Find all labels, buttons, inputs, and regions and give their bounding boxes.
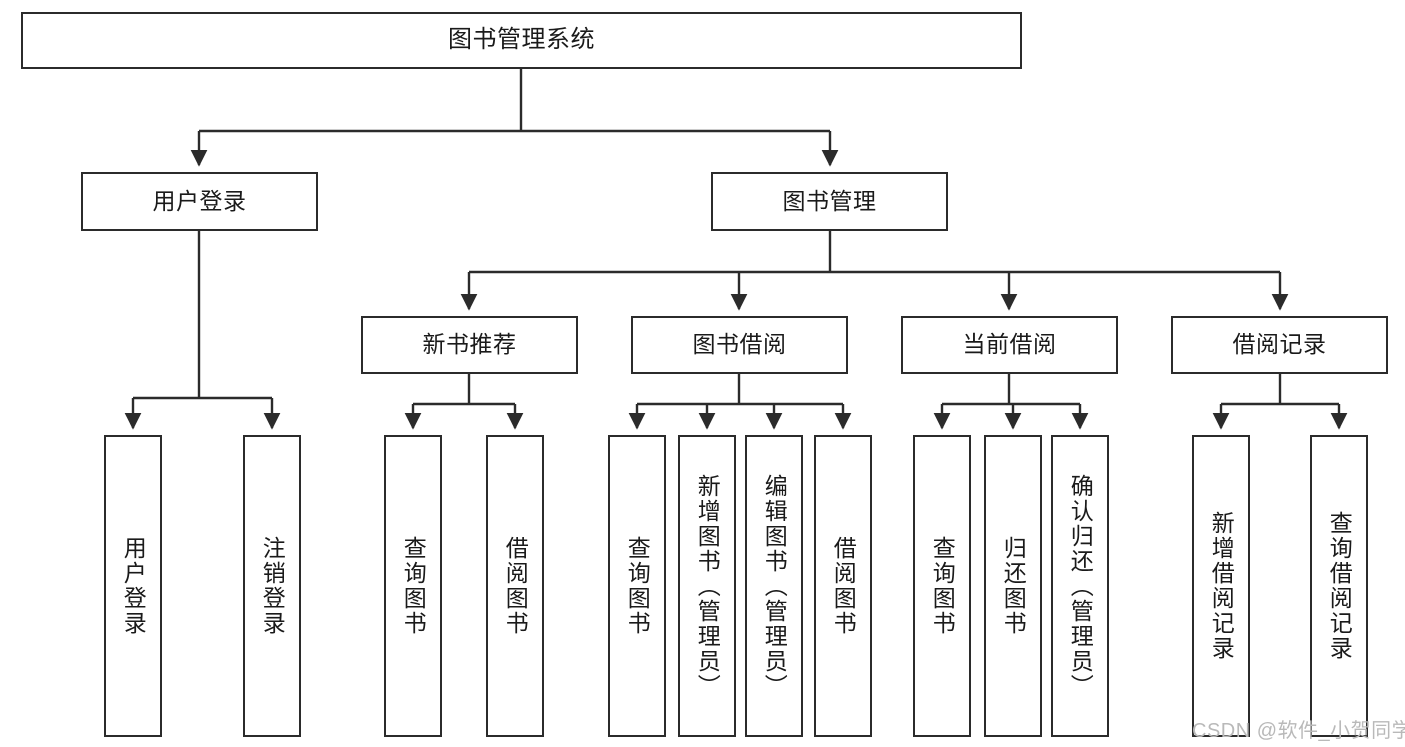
node-book-borrow-label: 图书借阅 <box>692 331 787 358</box>
node-leaf-return-book[interactable]: 归还图书 <box>984 435 1042 737</box>
node-leaf-query-book-3-label: 查询图书 <box>929 536 956 636</box>
node-current-borrow[interactable]: 当前借阅 <box>901 316 1118 374</box>
node-leaf-logout-label: 注销登录 <box>259 536 286 636</box>
node-leaf-query-book-1-label: 查询图书 <box>400 536 427 636</box>
node-new-book-recommend-label: 新书推荐 <box>422 331 517 358</box>
node-leaf-confirm-return[interactable]: 确认归还（管理员） <box>1051 435 1109 737</box>
node-leaf-user-login[interactable]: 用户登录 <box>104 435 162 737</box>
node-root-label: 图书管理系统 <box>448 26 595 54</box>
node-leaf-borrow-book-1[interactable]: 借阅图书 <box>486 435 544 737</box>
node-leaf-query-book-1[interactable]: 查询图书 <box>384 435 442 737</box>
node-leaf-query-borrow-record-label: 查询借阅记录 <box>1326 511 1353 661</box>
node-book-borrow[interactable]: 图书借阅 <box>631 316 848 374</box>
node-borrow-record-label: 借阅记录 <box>1232 331 1327 358</box>
node-borrow-record[interactable]: 借阅记录 <box>1171 316 1388 374</box>
node-leaf-query-book-2[interactable]: 查询图书 <box>608 435 666 737</box>
node-current-borrow-label: 当前借阅 <box>962 331 1057 358</box>
node-leaf-borrow-book-1-label: 借阅图书 <box>502 536 529 636</box>
node-leaf-user-login-label: 用户登录 <box>120 536 147 636</box>
node-leaf-edit-book[interactable]: 编辑图书（管理员） <box>745 435 803 737</box>
node-leaf-borrow-book-2[interactable]: 借阅图书 <box>814 435 872 737</box>
node-root[interactable]: 图书管理系统 <box>21 12 1022 69</box>
watermark: CSDN @软件_小贺同学 <box>1192 720 1405 742</box>
node-book-management-label: 图书管理 <box>782 187 877 214</box>
node-leaf-return-book-label: 归还图书 <box>1000 536 1027 636</box>
node-leaf-add-book[interactable]: 新增图书（管理员） <box>678 435 736 737</box>
node-leaf-confirm-return-label: 确认归还（管理员） <box>1067 473 1094 699</box>
node-new-book-recommend[interactable]: 新书推荐 <box>361 316 578 374</box>
node-leaf-query-borrow-record[interactable]: 查询借阅记录 <box>1310 435 1368 737</box>
node-leaf-add-book-label: 新增图书（管理员） <box>694 473 721 699</box>
node-book-management[interactable]: 图书管理 <box>711 172 948 231</box>
node-user-login[interactable]: 用户登录 <box>81 172 318 231</box>
node-leaf-query-book-2-label: 查询图书 <box>624 536 651 636</box>
node-leaf-add-borrow-record-label: 新增借阅记录 <box>1208 511 1235 661</box>
node-leaf-edit-book-label: 编辑图书（管理员） <box>761 473 788 699</box>
node-leaf-borrow-book-2-label: 借阅图书 <box>830 536 857 636</box>
node-leaf-logout[interactable]: 注销登录 <box>243 435 301 737</box>
node-leaf-add-borrow-record[interactable]: 新增借阅记录 <box>1192 435 1250 737</box>
node-user-login-label: 用户登录 <box>152 187 247 214</box>
node-leaf-query-book-3[interactable]: 查询图书 <box>913 435 971 737</box>
